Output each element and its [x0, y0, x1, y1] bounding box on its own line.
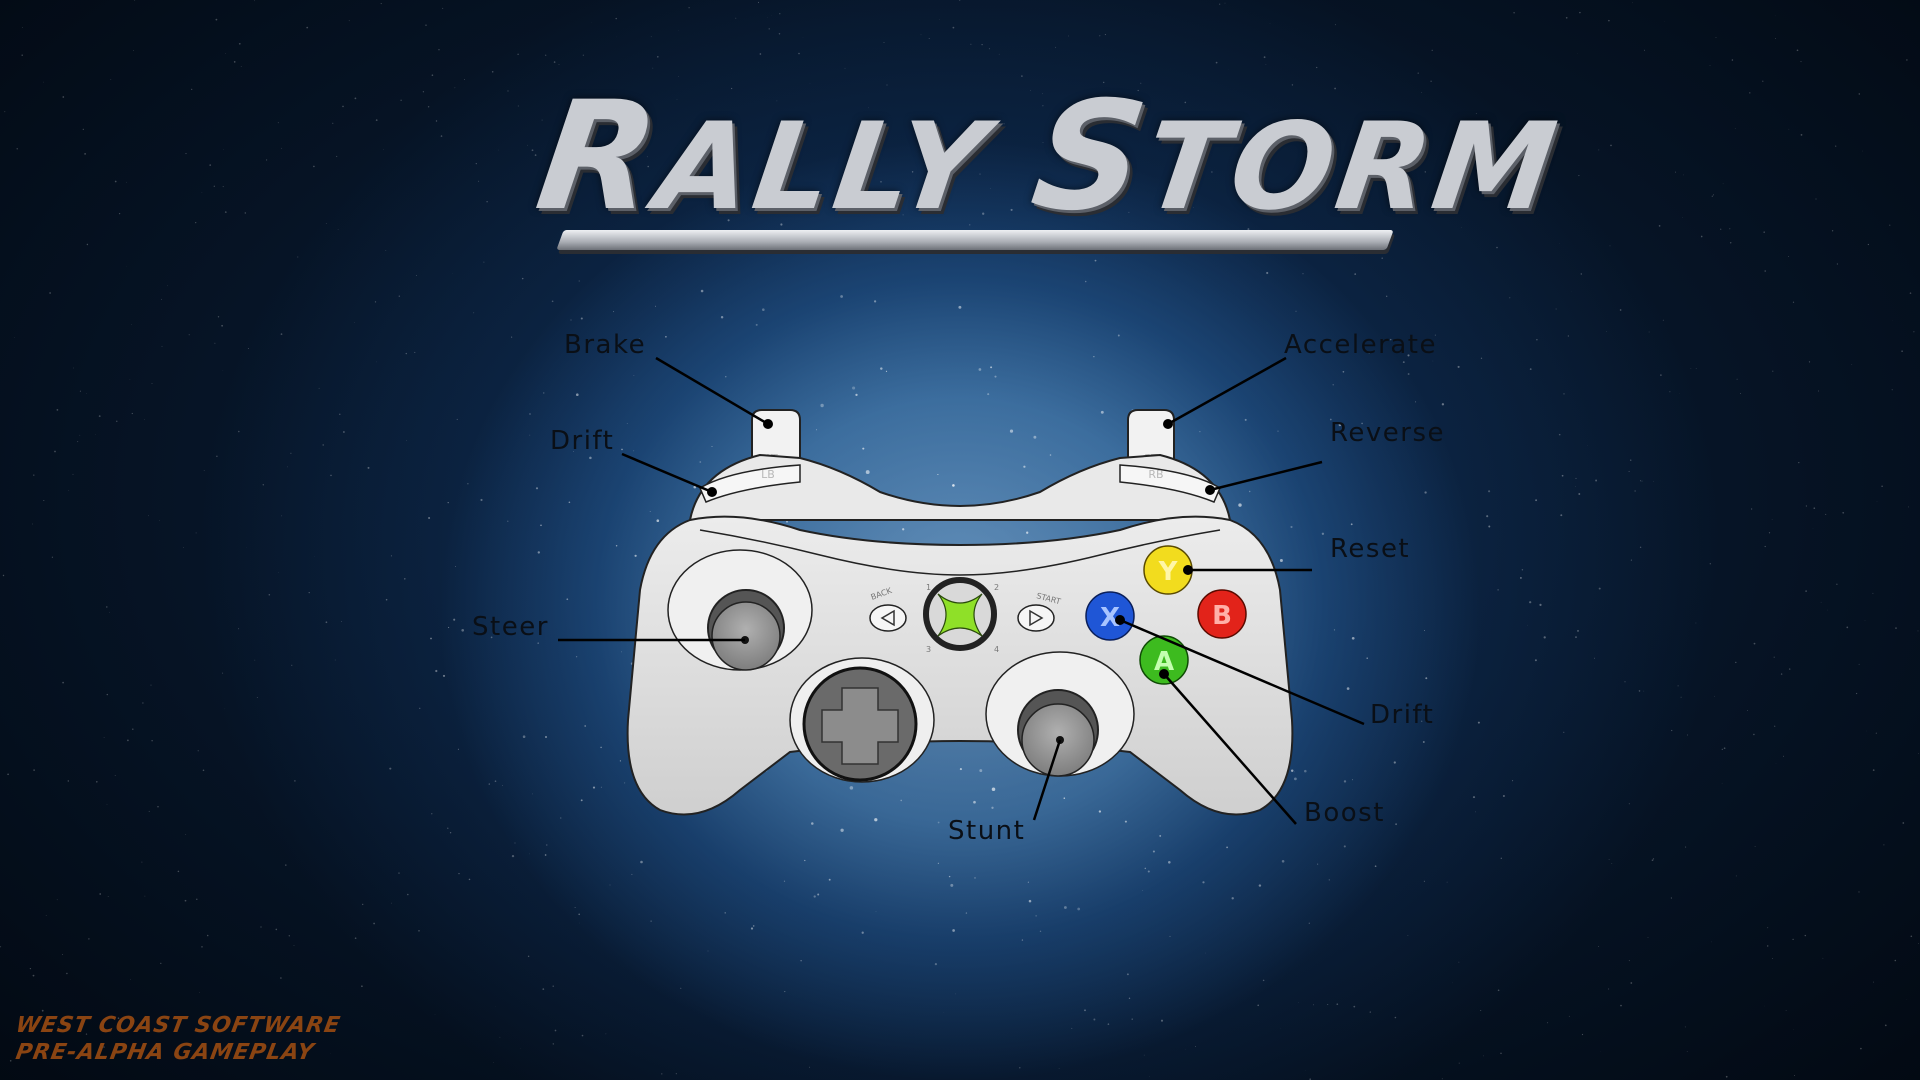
footer-build-status: PRE-ALPHA GAMEPLAY: [13, 1040, 317, 1065]
svg-text:X: X: [1100, 603, 1120, 633]
b-button: B: [1197, 589, 1247, 639]
label-reset: Reset: [1330, 534, 1411, 564]
label-drift-left: Drift: [550, 426, 615, 456]
svg-text:A: A: [1154, 647, 1174, 677]
svg-text:1: 1: [926, 583, 931, 592]
svg-text:2: 2: [994, 583, 999, 592]
label-reverse: Reverse: [1330, 418, 1446, 448]
label-steer: Steer: [472, 612, 549, 642]
left-thumbstick: [667, 549, 813, 671]
svg-text:4: 4: [994, 645, 999, 654]
left-bumper-lb: LB: [699, 464, 801, 503]
label-stunt: Stunt: [948, 816, 1026, 846]
svg-text:RB: RB: [1148, 468, 1163, 481]
x-button: X: [1085, 591, 1135, 641]
label-drift-right: Drift: [1370, 700, 1435, 730]
label-accelerate: Accelerate: [1284, 330, 1437, 360]
controller-top-shell: [688, 453, 1232, 521]
svg-text:B: B: [1212, 601, 1232, 631]
xbox-guide-button: 1 2 3 4: [923, 577, 999, 654]
svg-text:Y: Y: [1158, 557, 1179, 587]
svg-text:LB: LB: [761, 468, 775, 481]
label-boost: Boost: [1304, 798, 1385, 828]
label-brake: Brake: [564, 330, 647, 360]
y-button: Y: [1143, 545, 1193, 595]
leader-dots: [707, 419, 1215, 679]
svg-text:3: 3: [926, 645, 931, 654]
a-button: A: [1139, 635, 1189, 685]
right-bumper-rb: RB: [1119, 464, 1221, 503]
leader-lines: [558, 356, 1365, 825]
footer-studio: WEST COAST SOFTWARE: [13, 1013, 343, 1038]
right-thumbstick: [985, 651, 1135, 777]
d-pad: [789, 657, 935, 783]
